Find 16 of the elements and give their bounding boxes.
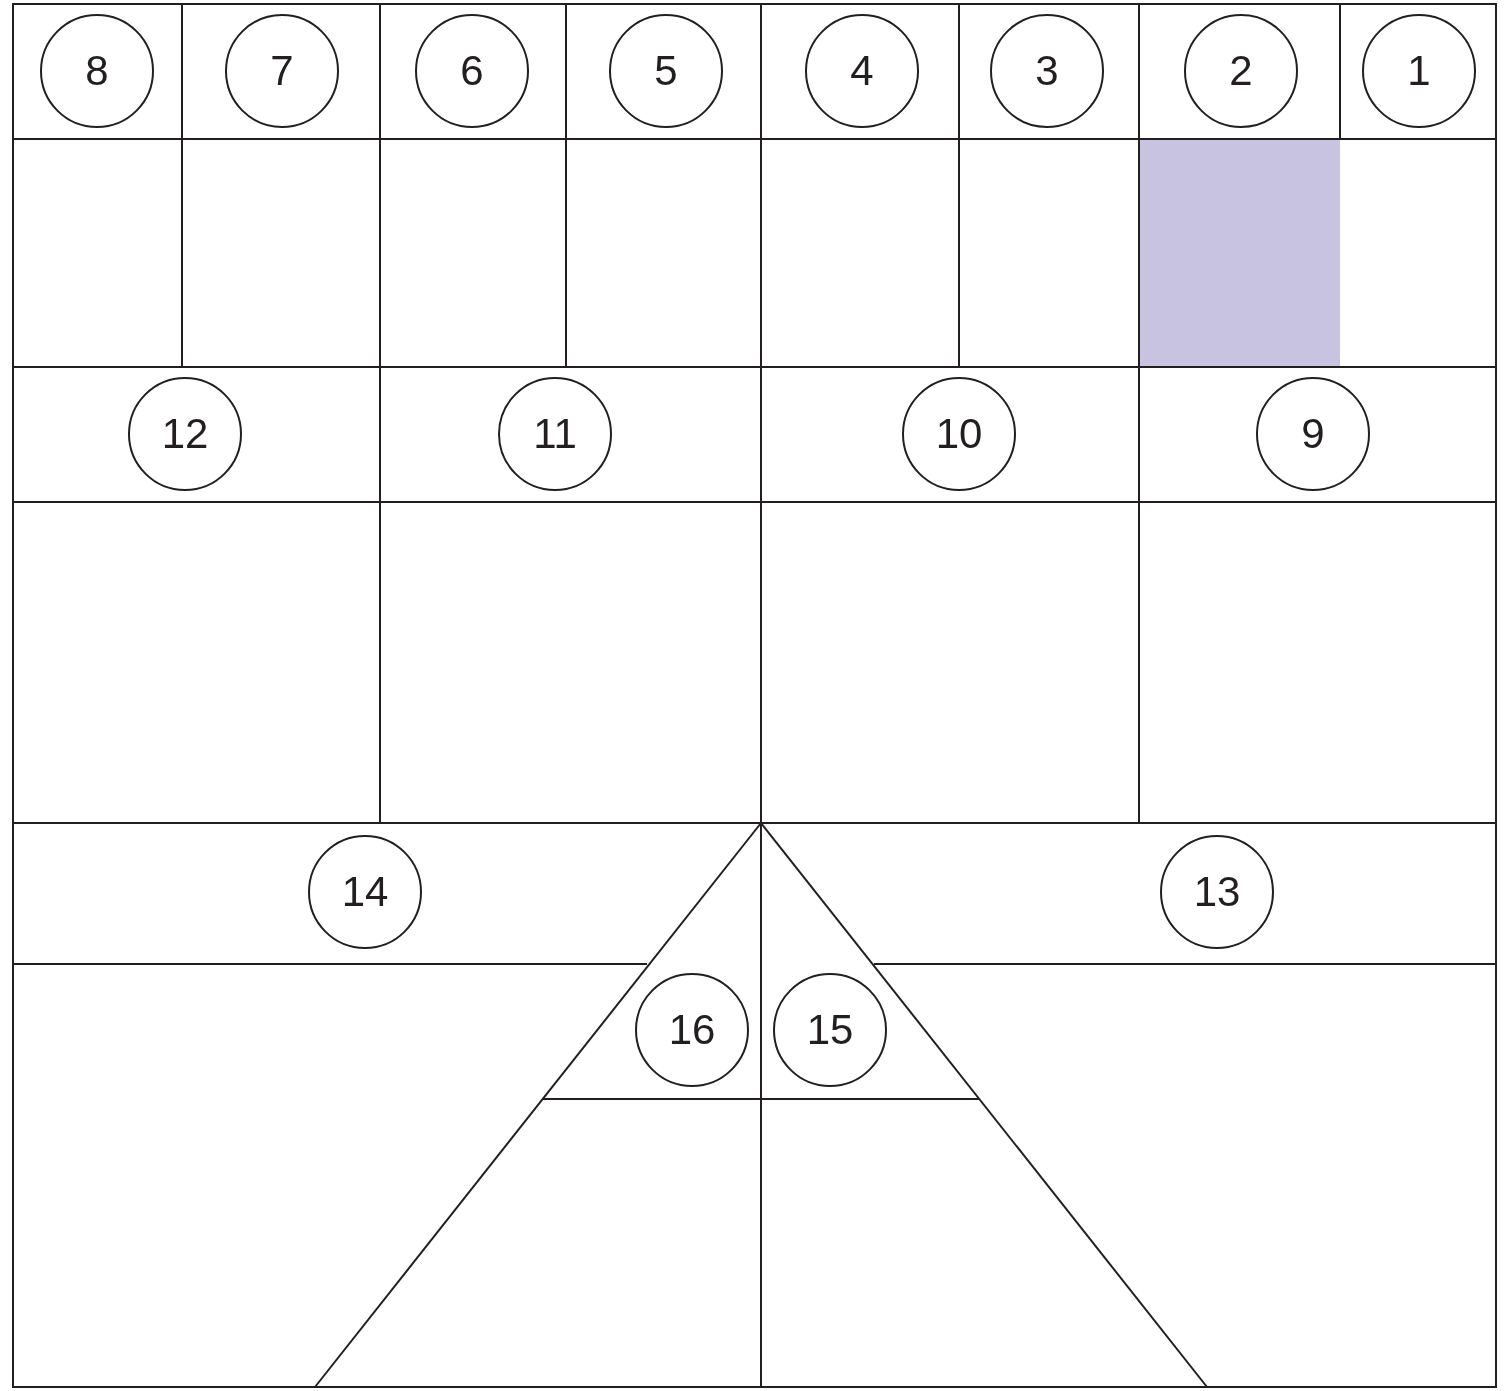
seed-number-circle: 16 bbox=[635, 973, 749, 1087]
seed-number-circle: 7 bbox=[225, 14, 339, 128]
seed-number-circle: 11 bbox=[498, 377, 612, 491]
seed-number-circle: 13 bbox=[1160, 835, 1274, 949]
seed-number-circle: 12 bbox=[128, 377, 242, 491]
seed-number-circle: 15 bbox=[773, 973, 887, 1087]
seed-number-circle: 3 bbox=[990, 14, 1104, 128]
seed-number-circle: 4 bbox=[805, 14, 919, 128]
seed-number-circle: 2 bbox=[1184, 14, 1298, 128]
seed-number-circle: 6 bbox=[415, 14, 529, 128]
seed-number-circle: 8 bbox=[40, 14, 154, 128]
seed-number-circle: 1 bbox=[1362, 14, 1476, 128]
seed-number-circle: 5 bbox=[609, 14, 723, 128]
seed-number-circle: 9 bbox=[1256, 377, 1370, 491]
seed-number-circle: 10 bbox=[902, 377, 1016, 491]
seed-number-circle: 14 bbox=[308, 835, 422, 949]
